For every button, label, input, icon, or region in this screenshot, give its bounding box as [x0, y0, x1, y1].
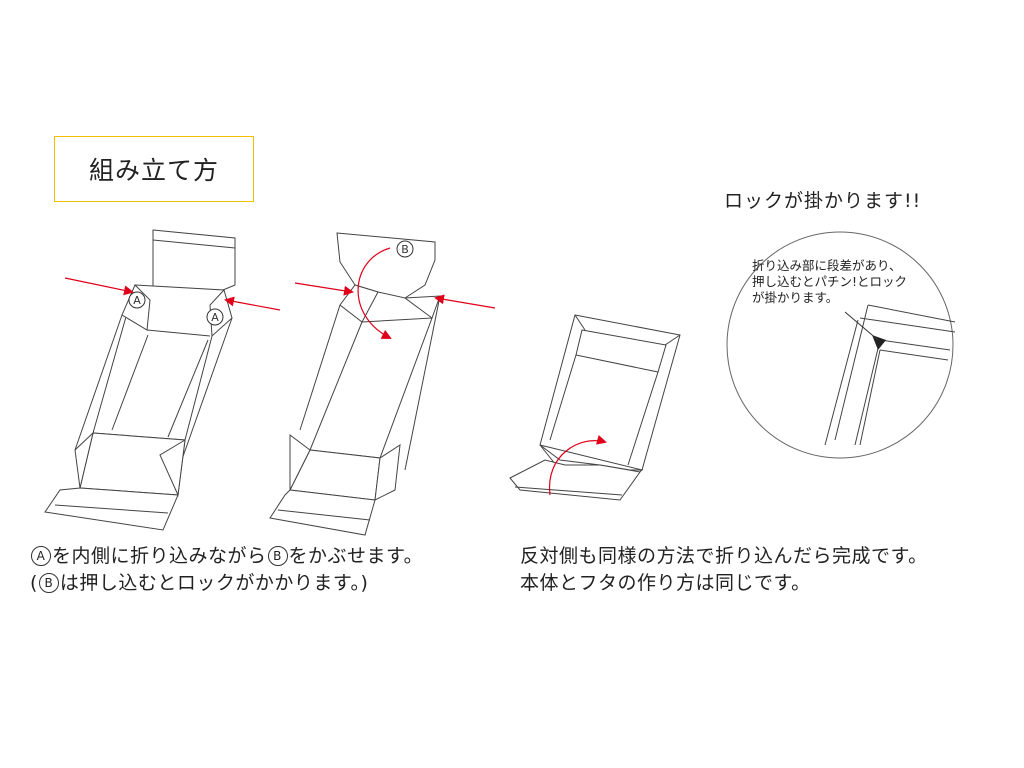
caption-left-text: を内側に折り込みながら: [52, 545, 267, 567]
zoom-note: 折り込み部に段差があり、 押し込むとパチン!とロック が掛かります。: [752, 258, 952, 306]
page-title: 組み立て方: [88, 156, 219, 185]
push-arrow-left-step1: [64, 277, 134, 296]
caption-left-paren: (: [30, 572, 38, 594]
fold-arrow-step2: [357, 247, 392, 339]
caption-right-line: 反対側も同様の方法で折り込んだら完成です。: [520, 545, 928, 567]
marker-b: B: [396, 240, 414, 258]
zoom-note-line: 押し込むとパチン!とロック: [752, 274, 908, 289]
push-arrow-right-step1: [224, 296, 281, 311]
caption-right: 反対側も同様の方法で折り込んだら完成です。 本体とフタの作り方は同じです。: [520, 543, 1010, 597]
marker-a-left: A: [128, 291, 146, 309]
marker-b-inline: B: [38, 573, 59, 593]
push-arrow-left-step2: [294, 282, 354, 296]
marker-a-right: A: [206, 308, 224, 326]
caption-left-text: は押し込むとロックがかかります。): [59, 572, 369, 594]
zoom-detail-circle: [726, 231, 956, 459]
lock-title: ロックが掛かります!!: [724, 190, 922, 212]
step3-box-illustration: [509, 314, 681, 501]
push-arrow-right-step2: [434, 294, 496, 309]
svg-text:A: A: [133, 294, 141, 307]
caption-left-text: をかぶせます。: [288, 545, 424, 567]
step2-box-illustration: [269, 232, 441, 536]
marker-b-inline: B: [267, 546, 288, 566]
svg-text:B: B: [401, 243, 409, 256]
zoom-note-line: 折り込み部に段差があり、: [752, 258, 902, 273]
marker-a-inline: A: [31, 546, 51, 566]
title-box: 組み立て方: [54, 136, 254, 202]
zoom-note-line: が掛かります。: [752, 290, 839, 305]
caption-right-line: 本体とフタの作り方は同じです。: [520, 572, 811, 594]
step1-box-illustration: [44, 229, 236, 531]
svg-text:A: A: [211, 311, 219, 324]
fold-arrow-step3: [548, 435, 607, 496]
